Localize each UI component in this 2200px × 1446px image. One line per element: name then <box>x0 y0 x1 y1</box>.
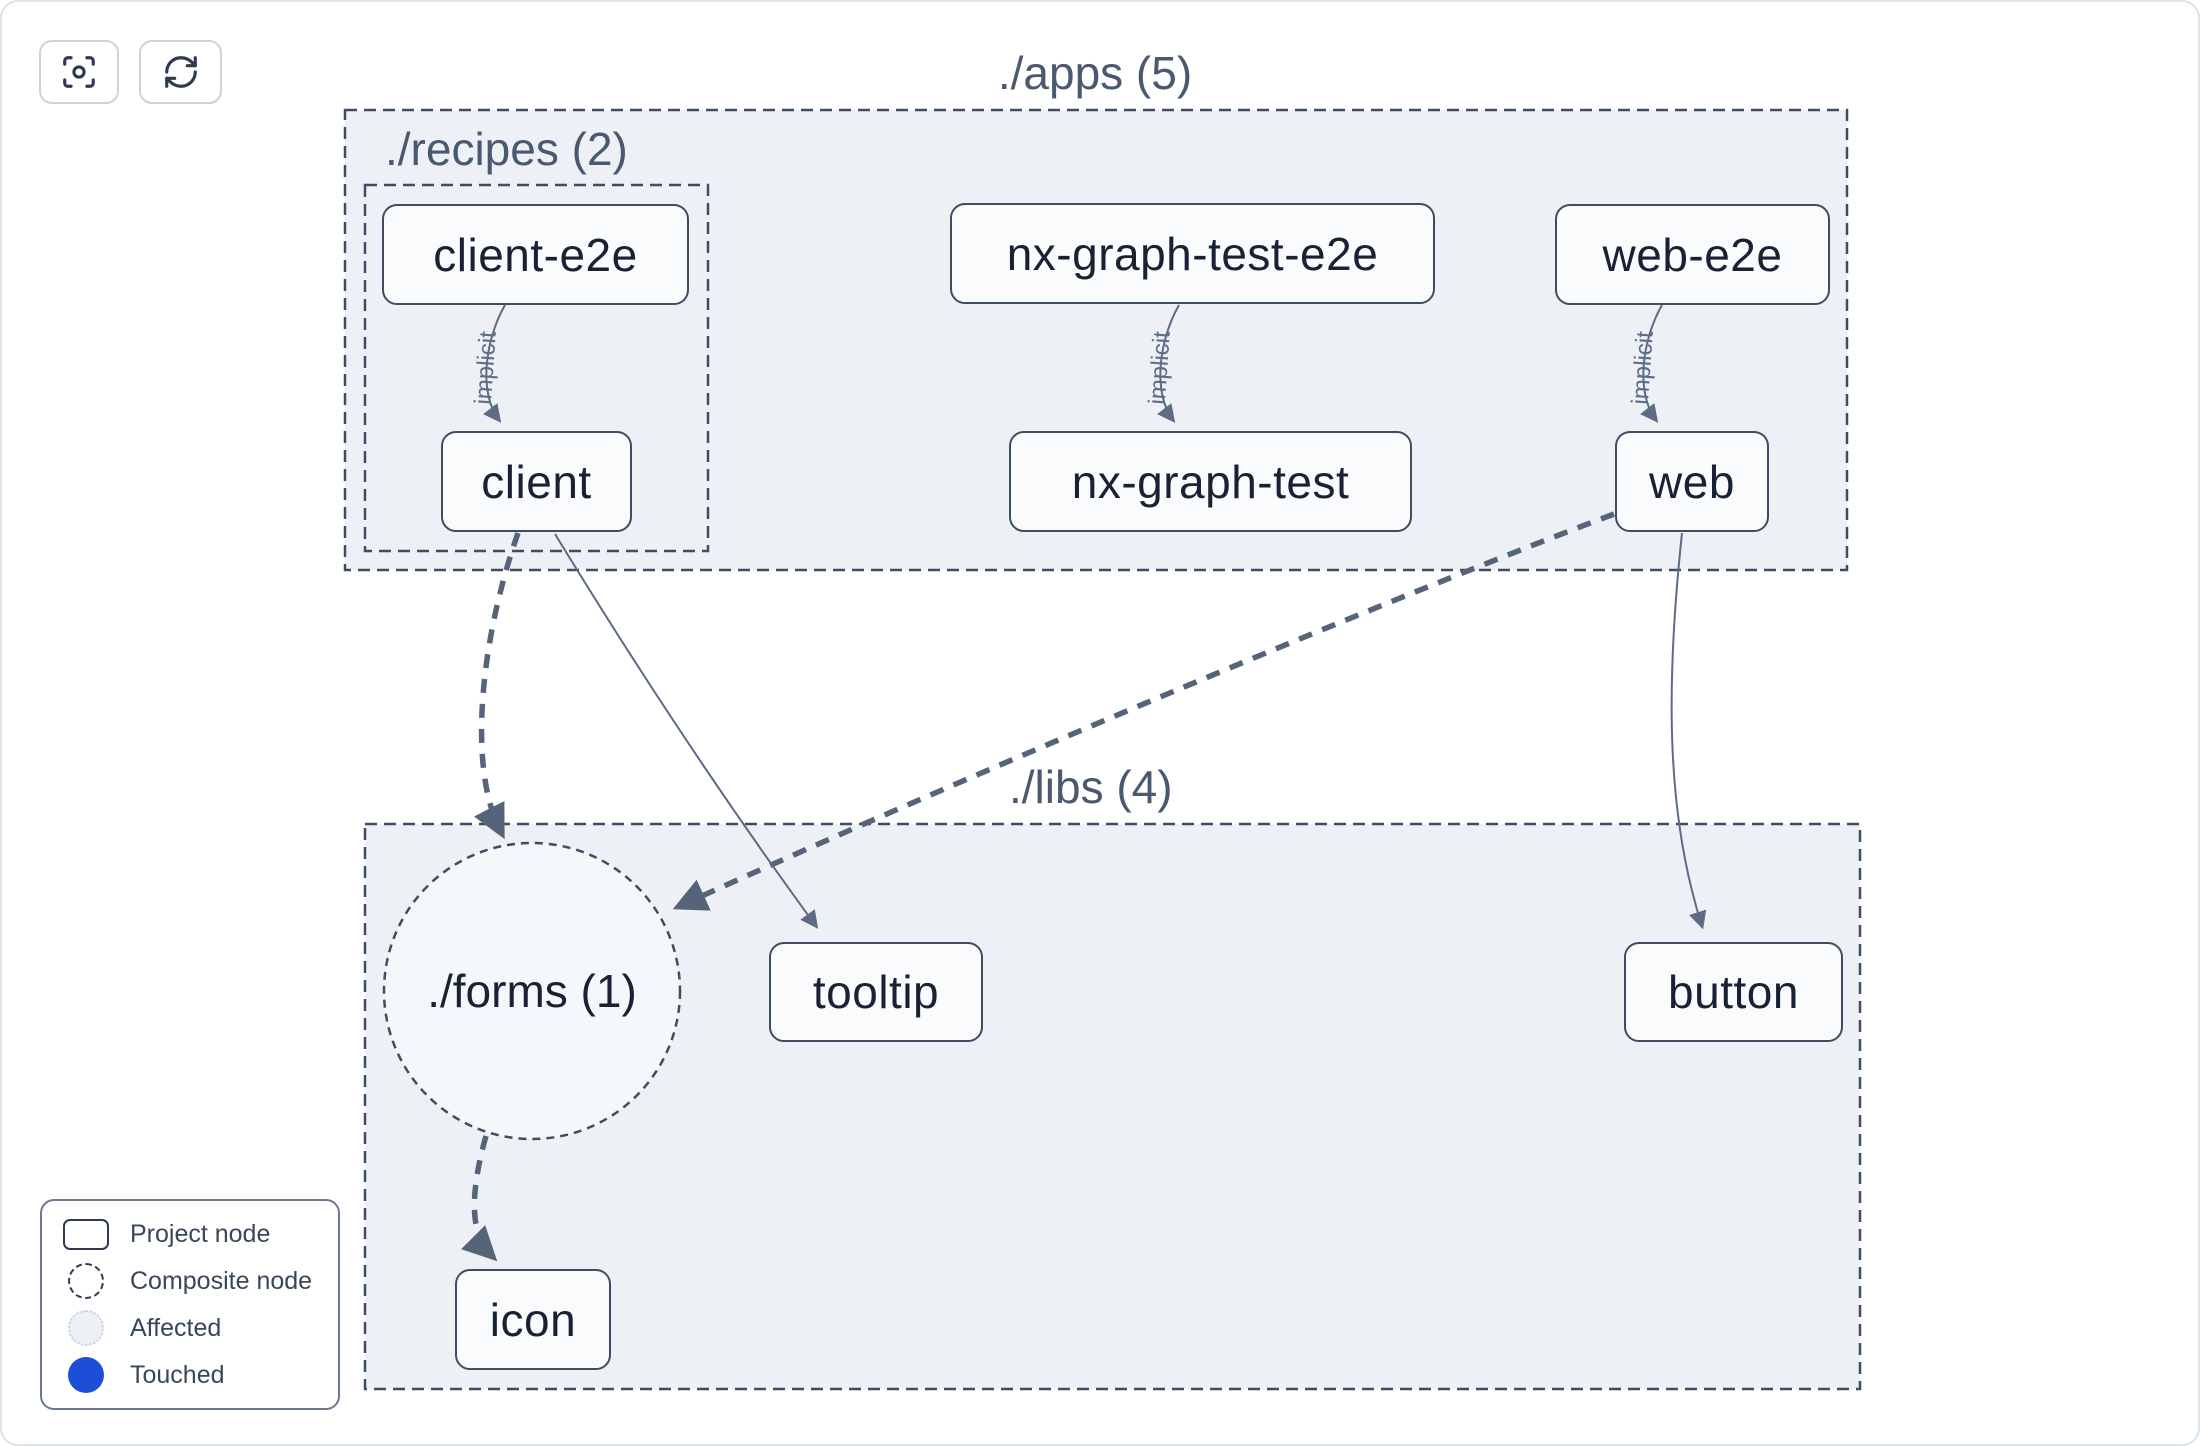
node-nx-graph-test[interactable]: nx-graph-test <box>1009 431 1412 532</box>
legend-item-label: Affected <box>130 1313 222 1342</box>
node-web-e2e[interactable]: web-e2e <box>1555 204 1830 305</box>
legend-item-label: Project node <box>130 1219 271 1248</box>
edge-client-e2e-to-client[interactable] <box>483 304 506 423</box>
project-node-swatch-icon <box>63 1218 109 1250</box>
composite-node-forms-label[interactable]: ./forms (1) <box>427 965 637 1017</box>
refresh-icon <box>164 56 197 88</box>
edge-nx-graph-test-e2e-to-nx-graph-test[interactable] <box>1157 304 1180 423</box>
group-label-recipes: ./recipes (2) <box>385 123 628 175</box>
legend-item-touched: Touched <box>42 1352 338 1399</box>
legend-item-project-node: Project node <box>42 1211 338 1258</box>
edge-web-to-button[interactable] <box>1670 532 1707 930</box>
edge-client-to-forms[interactable] <box>474 532 521 840</box>
edge-web-to-forms[interactable] <box>672 511 1615 911</box>
refresh-button[interactable] <box>139 40 222 104</box>
edge-label-implicit-3: implicit <box>1627 330 1659 405</box>
composite-node-forms-circle[interactable] <box>382 841 682 1141</box>
node-client-e2e[interactable]: client-e2e <box>382 204 689 305</box>
group-recipes-rect <box>363 183 710 553</box>
legend-item-composite-node: Composite node <box>42 1258 338 1305</box>
focus-icon <box>63 56 95 88</box>
focus-button[interactable] <box>39 40 119 104</box>
composite-node-swatch-icon <box>68 1263 104 1299</box>
affected-swatch-icon <box>68 1310 104 1346</box>
node-web[interactable]: web <box>1615 431 1769 532</box>
group-label-libs: ./libs (4) <box>1009 761 1173 813</box>
node-nx-graph-test-e2e[interactable]: nx-graph-test-e2e <box>950 203 1435 304</box>
node-tooltip[interactable]: tooltip <box>769 942 983 1042</box>
edge-client-to-tooltip[interactable] <box>554 533 819 929</box>
group-label-apps: ./apps (5) <box>997 47 1193 99</box>
legend-panel: Project node Composite node Affected Tou… <box>40 1199 340 1410</box>
edge-label-implicit-1: implicit <box>470 330 502 405</box>
edge-forms-to-icon[interactable] <box>461 1135 498 1262</box>
legend-item-affected: Affected <box>42 1305 338 1352</box>
edge-web-e2e-to-web[interactable] <box>1640 304 1663 423</box>
node-icon[interactable]: icon <box>455 1269 611 1370</box>
touched-swatch-icon <box>68 1357 104 1393</box>
node-button[interactable]: button <box>1624 942 1843 1042</box>
legend-item-label: Composite node <box>130 1266 313 1295</box>
node-client[interactable]: client <box>441 431 632 532</box>
edge-label-implicit-2: implicit <box>1144 330 1176 405</box>
legend-item-label: Touched <box>130 1360 225 1389</box>
